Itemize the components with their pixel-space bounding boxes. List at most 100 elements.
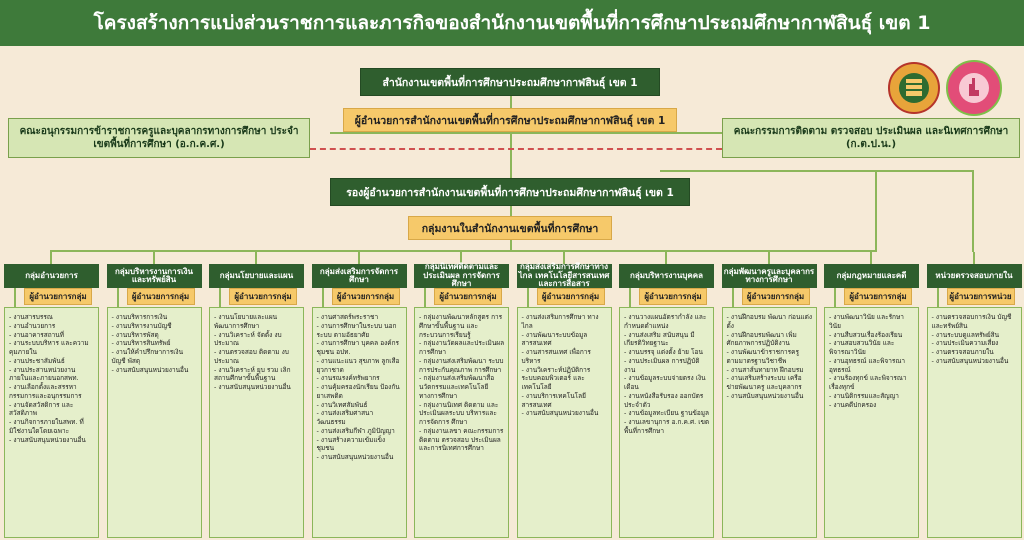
head-connector [321, 288, 324, 307]
deputy-box: รองผู้อำนวยการสำนักงานเขตพื้นที่การศึกษา… [330, 178, 690, 206]
task-item: งานประเมินความเสี่ยง [932, 339, 1018, 348]
group-column: กลุ่มบริหารงานบุคคลผู้อำนวยการกลุ่มงานวา… [619, 252, 714, 538]
connector-right-audit-branch [722, 170, 974, 172]
task-item: งานพัฒนาระบบข้อมูล สารสนเทศ [522, 331, 608, 349]
column-connector [562, 252, 565, 264]
task-item: งานอุทธรณ์ และพิจารณาอุทธรณ์ [829, 357, 915, 375]
task-item: งานการศึกษาในระบบ นอกระบบ ตามอัธยาศัย [317, 322, 403, 340]
dashed-link-committees [310, 148, 722, 150]
task-item: งานประสานหน่วยงาน ภายในและภายนอกสพท. [9, 366, 95, 384]
group-head: ผู้อำนวยการกลุ่ม [24, 288, 92, 305]
task-item: งานวางแผนอัตรากำลัง และกำหนดตำแหน่ง [624, 313, 710, 331]
task-item: งานประชาสัมพันธ์ [9, 357, 95, 366]
task-item: งานสนับสนุนหน่วยงานอื่น [9, 436, 95, 445]
groups-bus-line [50, 250, 877, 252]
task-item: งานสนับสนุนหน่วยงานอื่น [727, 392, 813, 401]
task-item: งานคุ้มครองนักเรียน ป้องกันยาเสพติด [317, 383, 403, 401]
task-list: งานบริหารการเงินงานบริหารงานบัญชีงานบริห… [106, 307, 202, 538]
task-item: งานสารบรรณ [9, 313, 95, 322]
connector-internal-bus [510, 240, 512, 252]
head-connector [219, 288, 221, 307]
column-connector [460, 252, 462, 264]
group-head: ผู้อำนวยการกลุ่ม [126, 288, 195, 305]
page-title: โครงสร้างการแบ่งส่วนราชการและภารกิจของสำ… [0, 0, 1024, 46]
head-connector [936, 288, 939, 307]
group-title: กลุ่มอำนวยการ [4, 264, 99, 288]
group-title: กลุ่มพัฒนาครูและบุคลากร ทางการศึกษา [721, 264, 817, 288]
task-item: งานการศึกษา บุคคล องค์กรชุมชน อปท. [317, 339, 403, 357]
connector-director-deputy [510, 132, 512, 178]
task-item: งานข้อมูลระบบจ่ายตรง เงินเดือน [624, 374, 710, 392]
group-column: กลุ่มนโยบายและแผนผู้อำนวยการกลุ่มงานนโยบ… [209, 252, 304, 538]
group-head: ผู้อำนวยการกลุ่ม [229, 288, 297, 305]
group-title: กลุ่มบริหารงานบุคคล [619, 264, 714, 288]
obec-logo-icon [888, 62, 940, 114]
group-head: ผู้อำนวยการกลุ่ม [639, 288, 707, 305]
task-item: งานบริการเทคโนโลยี สารสนเทศ [522, 392, 608, 410]
group-column: กลุ่มอำนวยการผู้อำนวยการกลุ่มงานสารบรรณง… [4, 252, 99, 538]
emblem-icon [899, 73, 929, 103]
task-item: งานเลขานุการ อ.ก.ค.ศ. เขตพื้นที่การศึกษา [624, 418, 710, 436]
task-item: งานฝึกอบรม พัฒนา ก่อนแต่งตั้ง [727, 313, 813, 331]
task-item: งานนโยบายและแผน พัฒนาการศึกษา [214, 313, 300, 331]
task-item: งานสร้างความเข้มแข็ง ชุมชน [317, 436, 403, 454]
connector-legal-drop [875, 170, 877, 252]
task-item: งานคดีปกครอง [829, 401, 915, 410]
task-item: กลุ่มงานส่งเสริมพัฒนาสื่อ นวัตกรรมและเทค… [419, 374, 505, 400]
task-item: งานจัดสวัสดิการ และสวัสดิภาพ [9, 401, 95, 419]
task-item: งานสนับสนุนหน่วยงานอื่น [317, 453, 403, 462]
group-head: ผู้อำนวยการกลุ่ม [434, 288, 502, 305]
connector-right-committee [510, 132, 722, 134]
task-item: กลุ่มงานวัดผลและประเมินผล การศึกษา [419, 339, 505, 357]
task-item: งานสนับสนุนหน่วยงานอื่น [932, 357, 1018, 366]
group-column: กลุ่มส่งเสริมการจัดการศึกษาผู้อำนวยการกล… [311, 252, 407, 538]
task-item: กลุ่มงานนิเทศ ติดตาม และประเมินผลระบบ บร… [419, 401, 505, 427]
task-item: กลุ่มงานส่งเสริมพัฒนา ระบบการประกันคุณภา… [419, 357, 505, 375]
connector-left-committee [330, 132, 512, 134]
task-item: งานระบบดูแลทรัพย์สิน [932, 331, 1018, 340]
task-item: งานหนังสือรับรอง ออกบัตรประจำตัว [624, 392, 710, 410]
task-item: งานฝึกอบรมพัฒนา เพิ่มศักยภาพการปฏิบัติงา… [727, 331, 813, 349]
column-connector [152, 252, 155, 264]
task-item: งานสนับสนุนหน่วยงานอื่น [214, 383, 300, 392]
task-list: งานพัฒนาวินัย และรักษาวินัยงานสืบสวนเรื่… [824, 307, 919, 538]
task-item: งานบรรจุ แต่งตั้ง ย้าย โอน [624, 348, 710, 357]
task-item: งานอำนวยการ [9, 322, 95, 331]
connector-audit-drop [972, 170, 974, 252]
connector-deputy-right [660, 170, 724, 172]
task-item: งานระบบบริหาร และความคุมภายใน [9, 339, 95, 357]
column-connector [357, 252, 360, 264]
task-item: งานสอบสวนวินัย และพิจารณาวินัย [829, 339, 915, 357]
task-item: งานบริหารงานบัญชี [112, 322, 198, 331]
group-column: หน่วยตรวจสอบภายในผู้อำนวยการหน่วยงานตรวจ… [926, 252, 1022, 538]
head-connector [731, 288, 734, 307]
group-title: กลุ่มบริหารงานการเงิน และทรัพย์สิน [106, 264, 202, 288]
task-item: งานพัฒนาข้าราชการครู ตามมาตรฐานวิชาชีพ [727, 348, 813, 366]
task-list: งานส่งเสริมการศึกษา ทางไกลงานพัฒนาระบบข้… [516, 307, 612, 538]
head-connector [424, 288, 426, 307]
right-committee-box: คณะกรรมการติดตาม ตรวจสอบ ประเมินผล และนิ… [722, 118, 1020, 158]
task-item: งานรณรงค์ทรัพยากร [317, 374, 403, 383]
group-title: กลุ่มนโยบายและแผน [209, 264, 304, 288]
task-item: งานส่งเสริม สนับสนุน มีเกียรติวิทยฐานะ [624, 331, 710, 349]
task-item: งานประเมินผล การปฏิบัติงาน [624, 357, 710, 375]
task-item: งานสืบสวนเรื่องร้องเรียน [829, 331, 915, 340]
group-column: กลุ่มกฎหมายและคดีผู้อำนวยการกลุ่มงานพัฒน… [824, 252, 919, 538]
task-item: งานอาคารสถานที่ [9, 331, 95, 340]
task-item: งานส่งเสริมกีฬา ภูมิปัญญา [317, 427, 403, 436]
group-head: ผู้อำนวยการหน่วย [946, 288, 1015, 305]
group-title: กลุ่มส่งเสริมการศึกษาทางไกล เทคโนโลยีสาร… [516, 263, 612, 288]
task-list: งานสารบรรณงานอำนวยการงานอาคารสถานที่งานร… [4, 307, 99, 538]
task-item: งานสนับสนุนหน่วยงานอื่น [112, 366, 198, 375]
group-column: กลุ่มส่งเสริมการศึกษาทางไกล เทคโนโลยีสาร… [516, 252, 612, 538]
group-title: กลุ่มกฎหมายและคดี [824, 264, 919, 288]
internal-groups-box: กลุ่มงานในสำนักงานเขตพื้นที่การศึกษา [408, 216, 612, 240]
office-box: สำนักงานเขตพื้นที่การศึกษาประถมศึกษากาฬส… [360, 68, 660, 96]
task-item: งานบริหารการเงิน [112, 313, 198, 322]
task-item: งานตรวจสอบการเงิน บัญชี และทรัพย์สิน [932, 313, 1018, 331]
director-box: ผู้อำนวยการสำนักงานเขตพื้นที่การศึกษาประ… [343, 108, 677, 132]
head-connector [116, 288, 119, 307]
task-item: งานสารสนเทศ เพื่อการบริหาร [522, 348, 608, 366]
group-head: ผู้อำนวยการกลุ่ม [741, 288, 810, 305]
group-head: ผู้อำนวยการกลุ่ม [331, 288, 400, 305]
